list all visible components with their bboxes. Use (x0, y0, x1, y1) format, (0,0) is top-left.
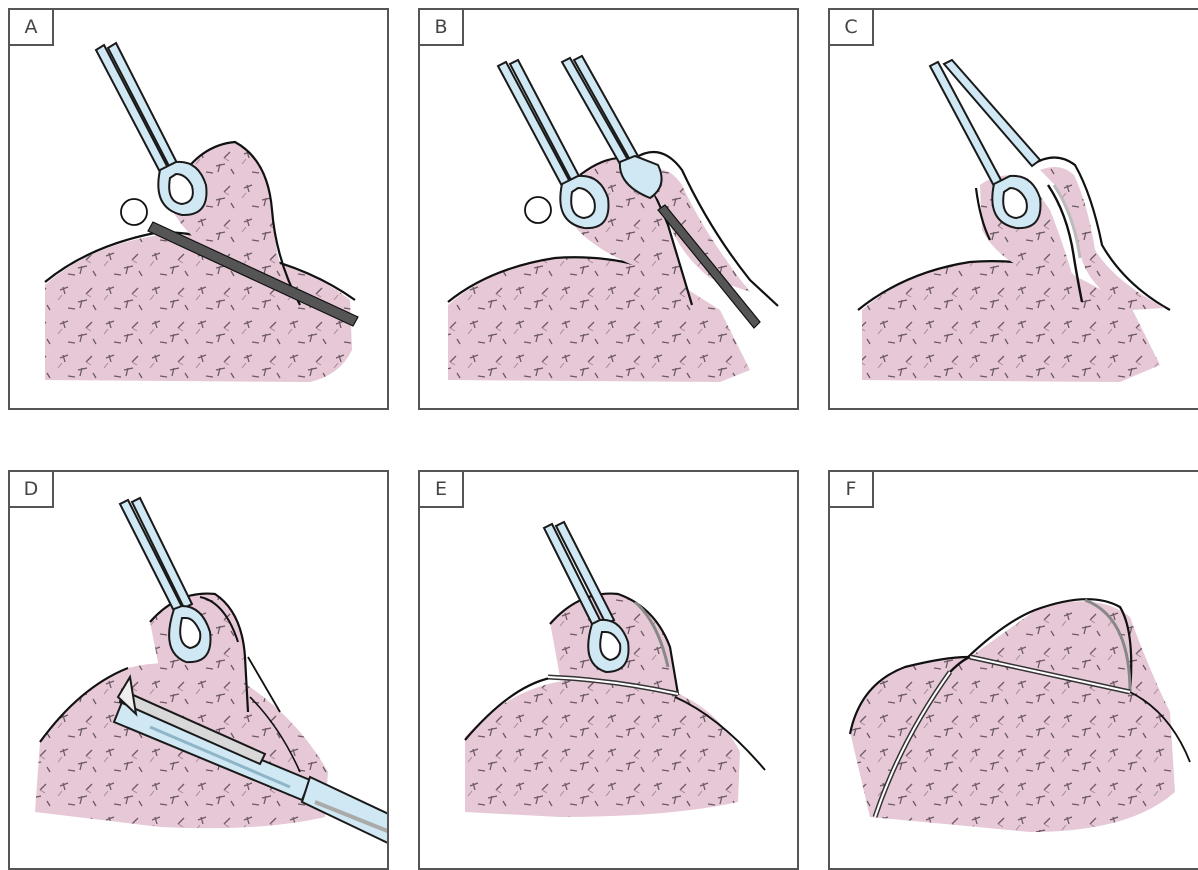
panel-e: E (418, 470, 799, 870)
panel-label: D (8, 470, 54, 508)
tissue-mass (45, 235, 352, 382)
panel-d: D (8, 470, 389, 870)
panel-label: F (828, 470, 874, 508)
panel-label: A (8, 8, 54, 46)
panel-label: B (418, 8, 464, 46)
nodule (121, 199, 147, 225)
illustration-f (830, 472, 1198, 870)
illustration-e (420, 472, 799, 870)
panel-a: A (8, 8, 389, 410)
panel-label: E (418, 470, 464, 508)
panel-b: B (418, 8, 799, 410)
illustration-a (10, 10, 389, 410)
forceps (96, 43, 207, 215)
illustration-d (10, 472, 389, 870)
panel-c: C (828, 8, 1198, 410)
illustration-b (420, 10, 799, 410)
panel-label: C (828, 8, 874, 46)
panel-f: F (828, 470, 1198, 870)
illustration-c (830, 10, 1198, 410)
